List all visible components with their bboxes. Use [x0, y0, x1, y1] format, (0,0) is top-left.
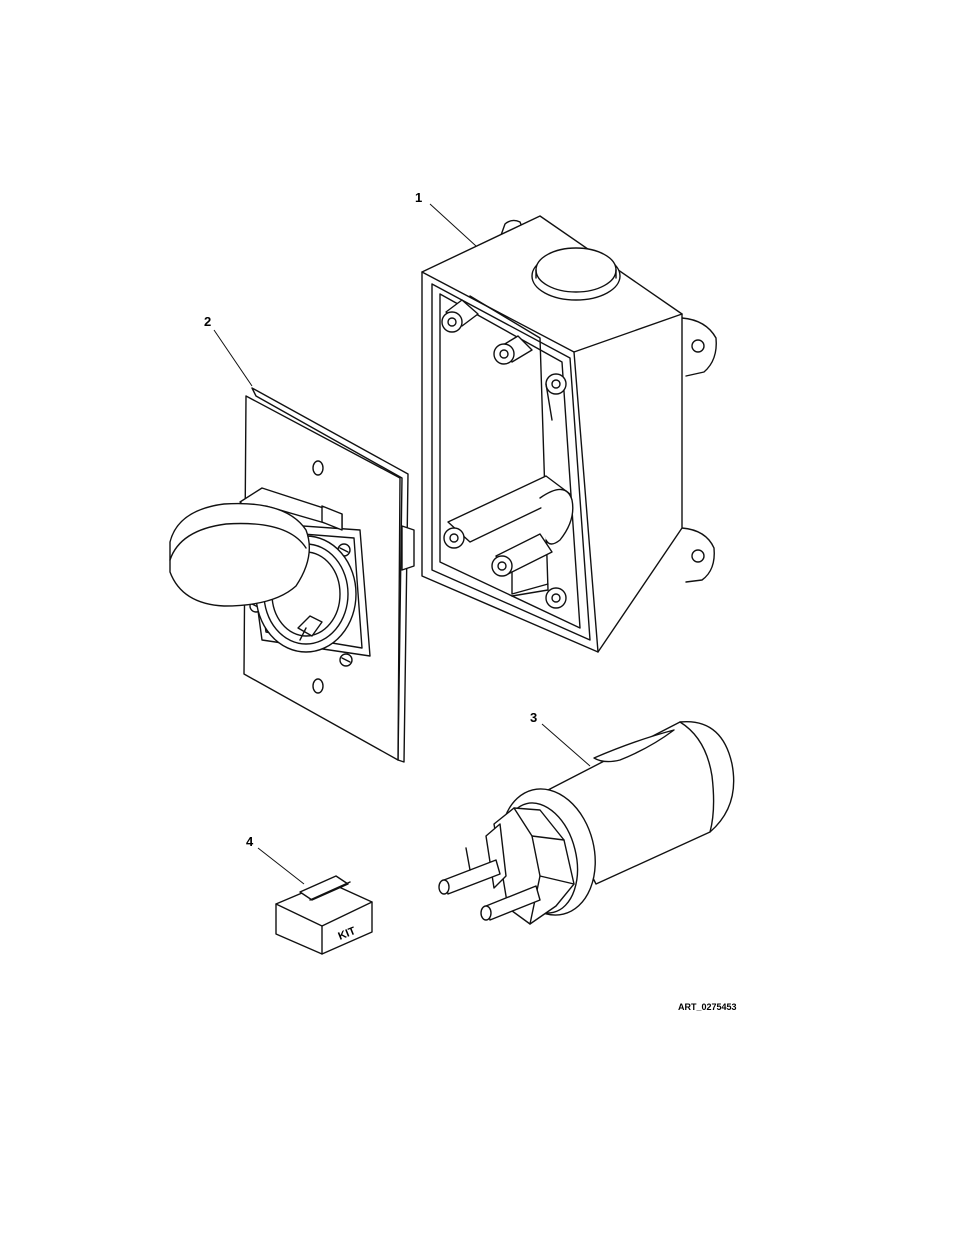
- kit-box: KIT: [276, 876, 372, 954]
- plug-assembly: [439, 722, 734, 926]
- leader-line-3: [542, 724, 590, 766]
- mounting-ear-upper: [682, 318, 716, 376]
- hinged-lid: [170, 504, 309, 606]
- screw-boss-bottom-left: [444, 528, 464, 548]
- callout-4: 4: [246, 834, 254, 849]
- receptacle-assembly: [170, 388, 414, 762]
- screw-boss-bottom-right: [546, 588, 566, 608]
- callout-3: 3: [530, 710, 537, 725]
- leader-line-2: [214, 330, 252, 386]
- leader-line-4: [258, 848, 304, 884]
- leader-line-1: [430, 204, 476, 246]
- outlet-box: [422, 216, 716, 652]
- mounting-hole-top: [313, 461, 323, 475]
- art-reference-number: ART_0275453: [678, 1002, 737, 1012]
- callout-2: 2: [204, 314, 211, 329]
- mounting-ear-lower: [682, 528, 714, 582]
- mounting-hole-bottom: [313, 679, 323, 693]
- callout-1: 1: [415, 190, 422, 205]
